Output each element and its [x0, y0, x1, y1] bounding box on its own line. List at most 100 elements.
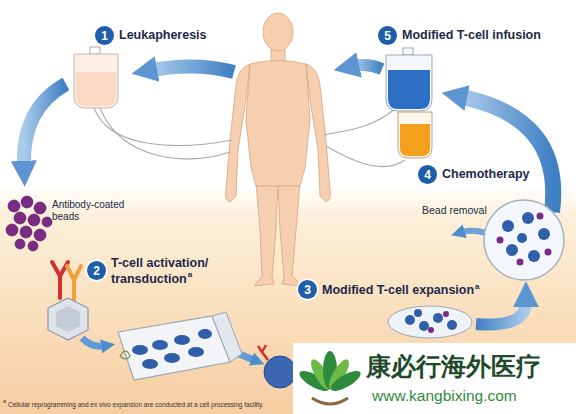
activation-device	[56, 306, 80, 332]
label-holder: Cellular reprogramming and ex vivo expan…	[8, 401, 264, 408]
step-label: 1 Leukapheresis	[95, 26, 207, 45]
expansion-dish	[433, 313, 443, 323]
expansion-dish	[443, 311, 449, 317]
culture-flask	[152, 340, 168, 350]
step-text-holder: Leukapheresis	[119, 28, 207, 42]
footnote-mark: a	[188, 270, 192, 279]
cell-culture-circle	[545, 249, 552, 256]
step-title: Leukapheresis	[119, 28, 207, 42]
chemo-bag	[400, 124, 430, 156]
expansion-dish	[428, 311, 449, 333]
step-label: 3Modified T-cell expansiona	[298, 280, 480, 299]
antibody-beads	[21, 196, 33, 208]
cell-culture-circle	[528, 250, 540, 262]
patient-figure	[306, 64, 331, 202]
process-arrow	[152, 66, 234, 72]
step-title: Modified T-cell expansion	[322, 283, 474, 297]
antibody-beads	[28, 241, 38, 251]
process-arrow	[354, 65, 382, 69]
patient-figure	[254, 182, 278, 286]
process-arrow	[82, 338, 104, 346]
step-title: Chemotherapy	[442, 167, 530, 181]
label-holder: 康必行海外医疗	[366, 352, 541, 381]
antibody-symbol	[52, 262, 81, 300]
t-cell-bag	[388, 70, 430, 109]
cell-culture-circle	[497, 237, 504, 244]
antibody-beads	[28, 214, 40, 226]
antibody-beads	[14, 212, 26, 224]
t-cell-bag	[403, 48, 413, 55]
culture-flask	[142, 359, 158, 369]
cell-culture-circle	[522, 212, 534, 224]
label-holder: www.kangbixing.com	[372, 387, 517, 405]
modified-t-cell	[264, 356, 296, 388]
watermark: www.kangbixing.com	[372, 387, 517, 404]
cell-culture-circle	[538, 228, 550, 240]
step-label: 4Chemotherapy	[418, 165, 530, 184]
t-cell-bag	[386, 55, 432, 111]
step-number: 5	[378, 26, 397, 45]
culture-flask	[164, 353, 180, 363]
modified-t-cell	[258, 345, 296, 388]
process-arrow	[24, 84, 66, 166]
watermark-logo	[312, 398, 348, 404]
patient-figure	[278, 182, 302, 286]
culture-flask	[118, 316, 230, 380]
culture-flask	[198, 329, 212, 339]
step-text-holder: Chemotherapy	[442, 167, 530, 181]
antibody-symbol	[67, 266, 81, 300]
antibody-beads	[15, 239, 25, 249]
cell-culture-circle	[484, 200, 564, 280]
patient-figure	[226, 64, 251, 202]
callout-text: Bead removal	[422, 204, 487, 216]
process-arrow	[476, 302, 526, 325]
watermark-logo	[328, 367, 363, 394]
antibody-beads	[34, 202, 46, 214]
antibody-beads	[34, 229, 46, 241]
iv-tube	[326, 146, 405, 167]
patient-figure	[246, 61, 310, 187]
watermark-panel	[293, 343, 576, 414]
antibody-beads	[8, 200, 20, 212]
iv-tube	[94, 108, 232, 145]
culture-flask	[174, 335, 190, 345]
step-number: 2	[87, 261, 106, 280]
culture-flask	[132, 345, 148, 355]
patient-figure	[263, 13, 293, 51]
culture-flask	[118, 312, 242, 380]
cell-culture-circle	[497, 213, 552, 266]
label-holder: Antibody-coated beads	[52, 199, 134, 222]
footnote-mark: a	[475, 282, 479, 291]
blood-bag	[90, 47, 100, 54]
culture-flask	[132, 329, 212, 369]
cell-culture-circle	[502, 212, 550, 262]
expansion-dish	[388, 306, 472, 338]
activation-device	[48, 298, 88, 340]
cell-culture-circle	[517, 259, 524, 266]
expansion-dish	[447, 320, 457, 330]
expansion-dish	[405, 315, 415, 325]
cell-culture-circle	[484, 200, 564, 280]
expansion-dish	[414, 309, 422, 317]
iv-tube	[324, 108, 396, 135]
step-text-holder: Modified T-cell expansiona	[322, 282, 480, 298]
step-title: T-cell activation/ transduction	[111, 256, 208, 286]
footnote-mark: a	[3, 398, 6, 404]
blood-bag	[74, 54, 118, 108]
step-number: 1	[95, 26, 114, 45]
culture-flask	[120, 351, 130, 359]
cell-culture-circle	[502, 220, 514, 232]
antibody-beads	[20, 226, 32, 238]
cell-culture-circle	[537, 213, 544, 220]
expansion-dish	[428, 327, 434, 333]
chemo-bag	[398, 112, 432, 158]
chemo-bag	[398, 112, 432, 158]
expansion-dish	[388, 306, 472, 338]
blood-bag	[76, 72, 116, 106]
iv-tube	[94, 108, 405, 167]
patient-figure	[226, 13, 331, 286]
antibody-beads	[6, 196, 52, 251]
blood-bag	[74, 47, 118, 108]
step-text-holder: Modified T-cell infusion	[402, 28, 541, 42]
